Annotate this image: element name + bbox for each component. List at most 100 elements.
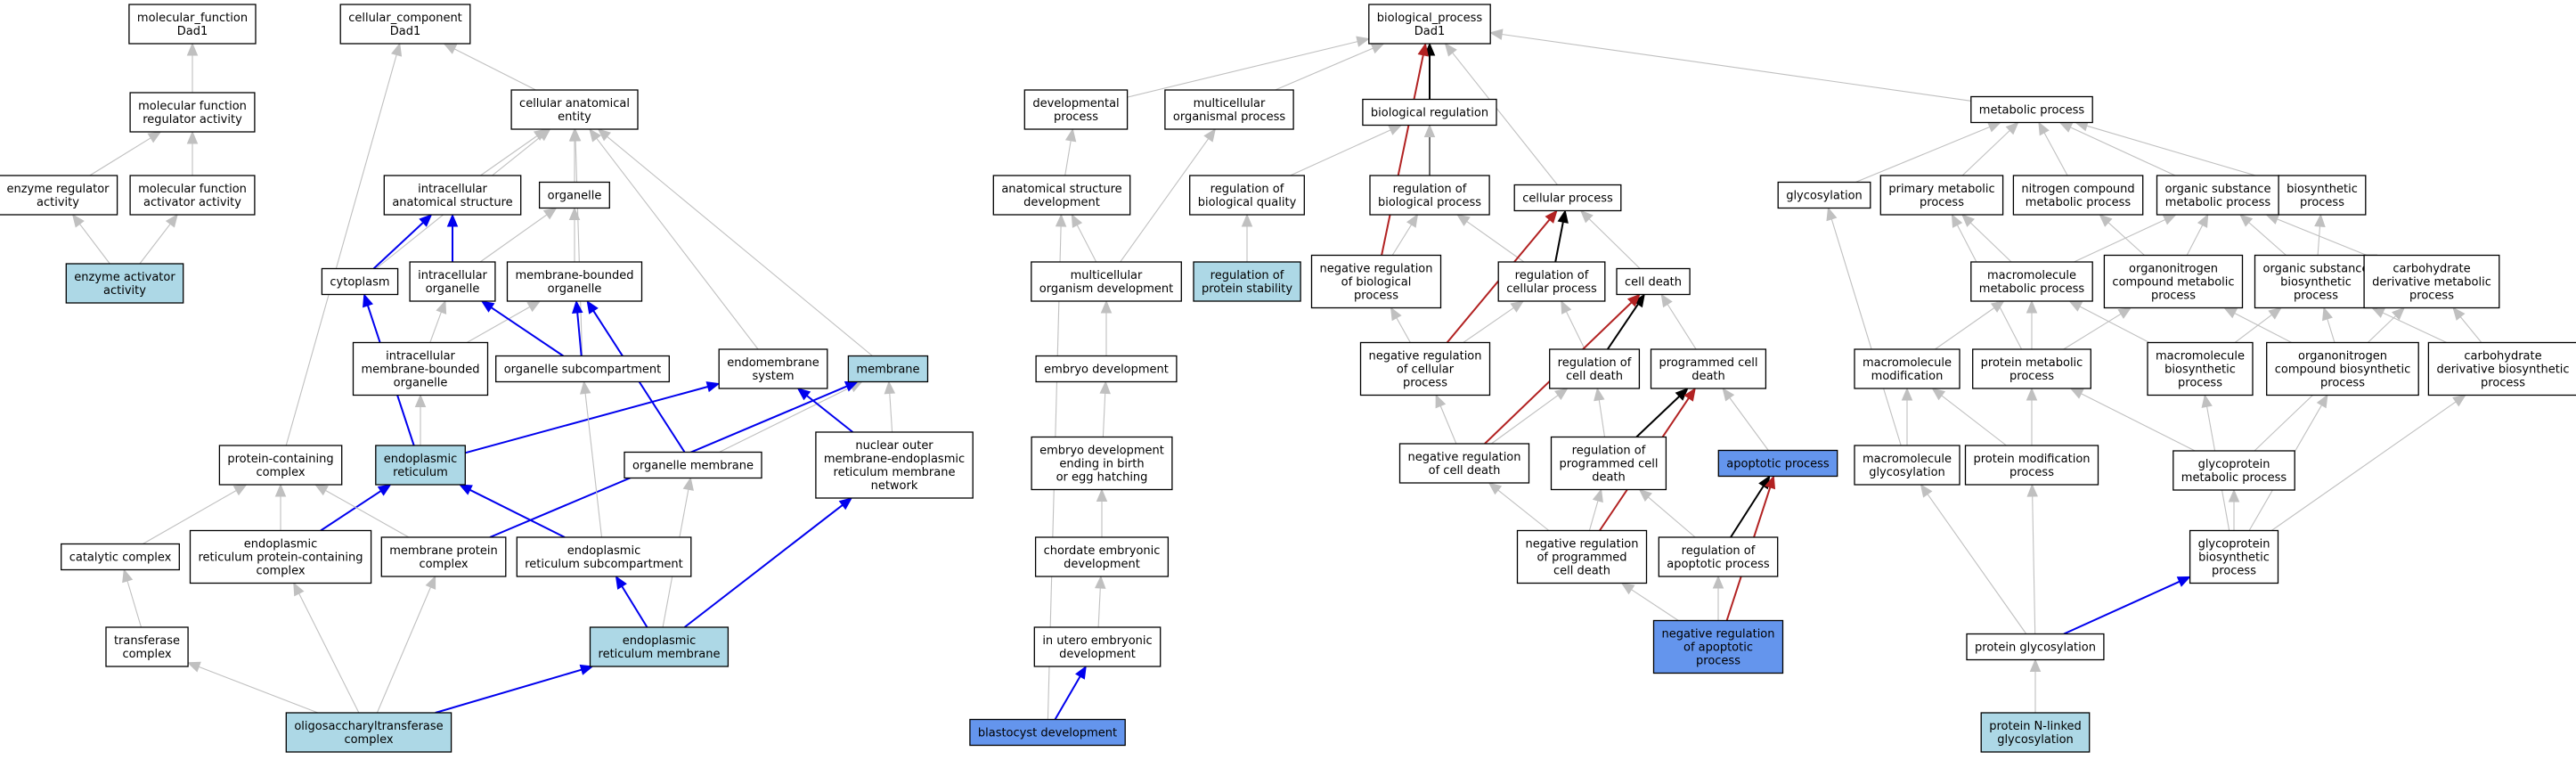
term-label-line: negative regulation xyxy=(1368,350,1481,364)
arrowhead xyxy=(1488,482,1503,495)
term-label: blastocyst development xyxy=(978,727,1117,740)
term-label-line: process xyxy=(2151,290,2196,303)
edge-org-sub-to-int-org xyxy=(480,300,564,357)
term-box xyxy=(2172,450,2295,491)
term-node-apop: apoptotic process xyxy=(1717,449,1838,478)
term-label-line: oligosaccharyltransferase xyxy=(294,720,443,733)
term-box xyxy=(409,261,496,302)
term-label-line: Dad1 xyxy=(177,25,208,38)
edge-macro-met-to-org-sub-met xyxy=(2074,214,2177,263)
edge-prot-glyc-to-macro-glyc xyxy=(1920,483,2027,634)
term-box xyxy=(2266,341,2419,396)
arrowhead xyxy=(1826,207,1838,222)
edge-embryo-birth-to-embryo-dev xyxy=(1099,380,1111,437)
edge-line xyxy=(683,504,844,628)
term-label-line: protein glycosylation xyxy=(1975,642,2096,655)
arrowhead xyxy=(1683,387,1696,402)
edge-line xyxy=(596,137,759,350)
edge-ost-to-mem-pc xyxy=(376,575,436,714)
arrowhead xyxy=(1901,387,1913,401)
arrowhead xyxy=(2223,306,2238,319)
term-box xyxy=(1189,175,1305,216)
term-box xyxy=(1717,449,1838,478)
term-label-line: macromolecule xyxy=(2156,350,2245,364)
arrowhead xyxy=(1099,380,1111,395)
edge-line xyxy=(607,135,873,356)
term-label: glycosylation xyxy=(1786,190,1863,203)
term-box xyxy=(1550,436,1667,491)
term-label-line: catalytic complex xyxy=(69,552,172,565)
arrowhead xyxy=(2005,121,2019,135)
arrowhead xyxy=(1100,299,1113,314)
edge-multi-proc-to-bp-root xyxy=(1275,43,1385,91)
arrowhead xyxy=(391,42,403,57)
edge-neg-reg-pcd-to-neg-reg-cd xyxy=(1488,482,1550,531)
arrowhead xyxy=(1435,394,1447,409)
arrowhead xyxy=(414,394,427,407)
edge-macro-met-to-prim-met xyxy=(1961,214,2012,263)
arrowhead xyxy=(2201,394,2213,408)
edge-line xyxy=(320,490,382,532)
edge-imbo-to-mbo xyxy=(466,300,542,343)
edge-nitro-met-to-met-proc xyxy=(2038,121,2068,176)
edge-line xyxy=(1631,589,1679,621)
term-label-line: cytoplasm xyxy=(330,276,389,290)
term-label-line: activity xyxy=(103,284,146,298)
term-box xyxy=(1650,348,1767,389)
term-label-line: endoplasmic xyxy=(244,538,317,552)
edge-line xyxy=(1120,138,1210,263)
edge-neg-reg-cd-to-neg-reg-cp xyxy=(1435,394,1457,445)
term-label-line: process xyxy=(2178,377,2222,390)
term-box xyxy=(375,445,466,486)
term-label-line: reticulum xyxy=(393,466,448,479)
edge-line xyxy=(1730,485,1765,538)
term-label-line: compound biosynthetic xyxy=(2275,364,2411,377)
term-label-line: apoptotic process xyxy=(1667,558,1770,571)
edge-line xyxy=(2070,127,2176,176)
term-label-line: modification xyxy=(1871,370,1944,383)
term-box xyxy=(1966,633,2105,661)
edge-line xyxy=(1566,311,1586,350)
arrowhead xyxy=(1620,582,1635,595)
arrowhead xyxy=(186,42,199,56)
term-label-line: metabolic process xyxy=(2181,471,2287,485)
edge-dev-proc-to-bp-root xyxy=(1127,36,1371,98)
edge-mf-reg-to-mf-root xyxy=(186,42,199,94)
term-box xyxy=(1777,181,1871,209)
term-label-line: organelle xyxy=(548,282,602,296)
edge-line xyxy=(435,668,583,714)
edge-line xyxy=(325,489,410,538)
arrowhead xyxy=(569,127,582,142)
term-label-line: embryo development xyxy=(1044,364,1169,377)
term-label-line: metabolic process xyxy=(2026,196,2132,209)
edge-line xyxy=(372,222,424,270)
arrowhead xyxy=(1561,299,1572,315)
term-label-line: carbohydrate xyxy=(2464,350,2541,364)
arrowhead xyxy=(1638,488,1652,502)
arrowhead xyxy=(2452,306,2466,321)
edge-cae-to-cc-root xyxy=(443,43,536,91)
term-label-line: endoplasmic xyxy=(567,544,640,558)
arrowhead xyxy=(363,293,373,308)
